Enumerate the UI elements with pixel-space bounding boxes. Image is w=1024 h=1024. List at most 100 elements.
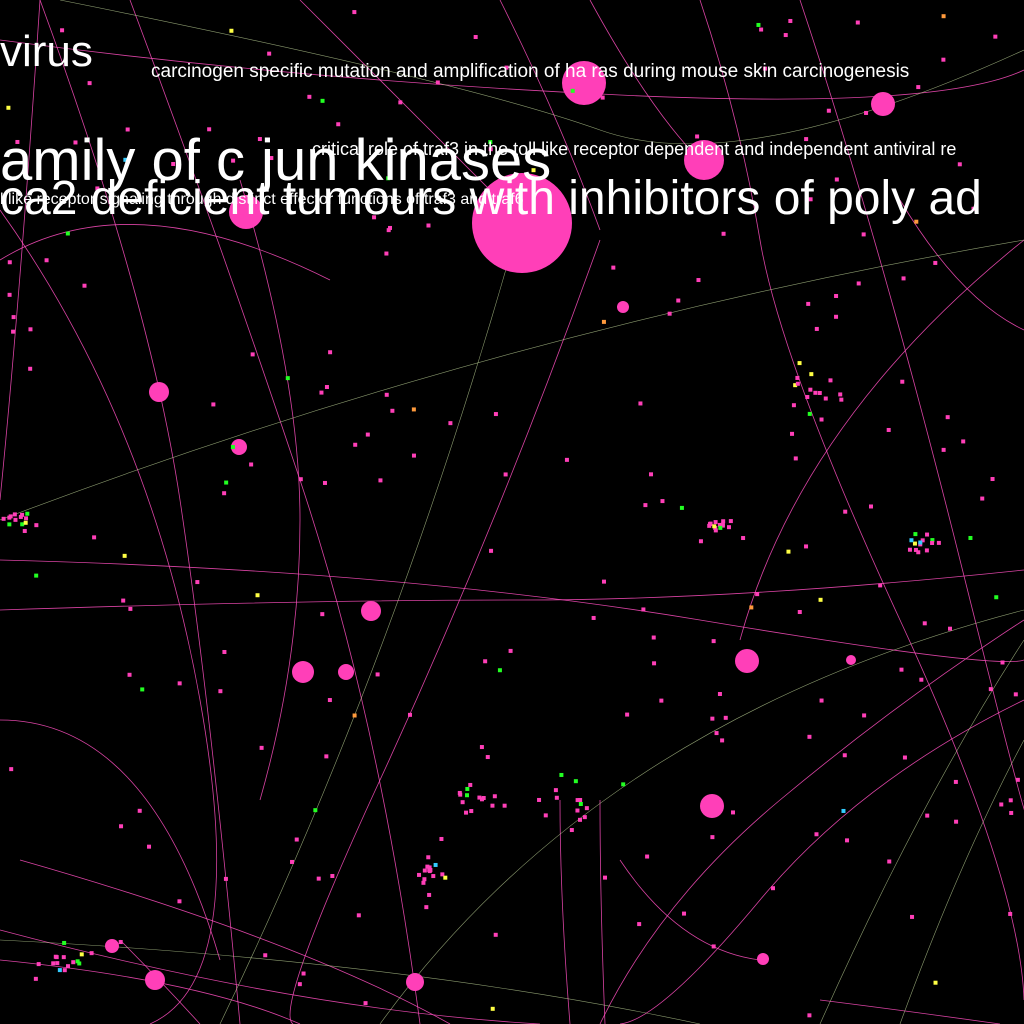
graph-node[interactable] bbox=[488, 140, 493, 145]
graph-node[interactable] bbox=[791, 403, 796, 408]
graph-node[interactable] bbox=[808, 197, 813, 202]
graph-node[interactable] bbox=[695, 134, 700, 139]
graph-node[interactable] bbox=[795, 375, 800, 380]
graph-node[interactable] bbox=[479, 745, 484, 750]
graph-node[interactable] bbox=[61, 955, 66, 960]
graph-node[interactable] bbox=[20, 522, 25, 527]
graph-node[interactable] bbox=[239, 214, 244, 219]
graph-node[interactable] bbox=[55, 961, 60, 966]
graph-node[interactable] bbox=[804, 544, 809, 549]
graph-node[interactable] bbox=[439, 836, 444, 841]
graph-node[interactable] bbox=[720, 738, 725, 743]
graph-node[interactable] bbox=[388, 225, 393, 230]
graph-node[interactable] bbox=[128, 606, 133, 611]
graph-node[interactable] bbox=[714, 731, 719, 736]
graph-node[interactable] bbox=[249, 462, 254, 467]
graph-node[interactable] bbox=[914, 219, 919, 224]
graph-node[interactable] bbox=[577, 817, 582, 822]
graph-node[interactable] bbox=[913, 532, 918, 537]
graph-node[interactable] bbox=[390, 408, 395, 413]
graph-node[interactable] bbox=[361, 601, 381, 621]
graph-node[interactable] bbox=[676, 298, 681, 303]
graph-node[interactable] bbox=[600, 95, 605, 100]
graph-node[interactable] bbox=[426, 855, 431, 860]
graph-node[interactable] bbox=[479, 797, 484, 802]
graph-node[interactable] bbox=[269, 156, 274, 161]
graph-node[interactable] bbox=[887, 859, 892, 864]
graph-node[interactable] bbox=[838, 392, 843, 397]
graph-node[interactable] bbox=[292, 661, 314, 683]
graph-node[interactable] bbox=[843, 509, 848, 514]
graph-node[interactable] bbox=[886, 427, 891, 432]
graph-node[interactable] bbox=[294, 837, 299, 842]
graph-node[interactable] bbox=[994, 595, 999, 600]
graph-node[interactable] bbox=[809, 372, 814, 377]
graph-node[interactable] bbox=[448, 421, 453, 426]
graph-node[interactable] bbox=[365, 432, 370, 437]
graph-node[interactable] bbox=[224, 480, 229, 485]
graph-node[interactable] bbox=[407, 712, 412, 717]
graph-node[interactable] bbox=[28, 327, 33, 332]
graph-node[interactable] bbox=[1008, 911, 1013, 916]
graph-node[interactable] bbox=[195, 580, 200, 585]
graph-node[interactable] bbox=[384, 392, 389, 397]
graph-node[interactable] bbox=[920, 538, 925, 543]
graph-node[interactable] bbox=[793, 456, 798, 461]
graph-node[interactable] bbox=[941, 57, 946, 62]
graph-node[interactable] bbox=[756, 22, 761, 27]
graph-node[interactable] bbox=[841, 808, 846, 813]
graph-node[interactable] bbox=[638, 401, 643, 406]
graph-node[interactable] bbox=[79, 952, 84, 957]
graph-node[interactable] bbox=[250, 352, 255, 357]
graph-node[interactable] bbox=[757, 953, 769, 965]
graph-node[interactable] bbox=[643, 503, 648, 508]
graph-node[interactable] bbox=[531, 168, 536, 173]
graph-node[interactable] bbox=[307, 94, 312, 99]
graph-node[interactable] bbox=[712, 524, 717, 529]
graph-node[interactable] bbox=[797, 361, 802, 366]
graph-node[interactable] bbox=[570, 88, 575, 93]
graph-node[interactable] bbox=[57, 968, 62, 973]
graph-node[interactable] bbox=[805, 395, 810, 400]
graph-node[interactable] bbox=[790, 431, 795, 436]
graph-node[interactable] bbox=[508, 648, 513, 653]
graph-node[interactable] bbox=[20, 512, 25, 517]
graph-node[interactable] bbox=[864, 110, 869, 115]
graph-node[interactable] bbox=[749, 605, 754, 610]
graph-node[interactable] bbox=[909, 538, 914, 543]
graph-node[interactable] bbox=[121, 598, 126, 603]
graph-node[interactable] bbox=[554, 795, 559, 800]
graph-node[interactable] bbox=[834, 177, 839, 182]
graph-node[interactable] bbox=[338, 664, 354, 680]
graph-node[interactable] bbox=[105, 939, 119, 953]
graph-node[interactable] bbox=[435, 80, 440, 85]
graph-node[interactable] bbox=[75, 959, 80, 964]
graph-node[interactable] bbox=[372, 215, 377, 220]
graph-node[interactable] bbox=[324, 385, 329, 390]
graph-node[interactable] bbox=[468, 782, 473, 787]
graph-node[interactable] bbox=[320, 98, 325, 103]
graph-node[interactable] bbox=[806, 301, 811, 306]
graph-node[interactable] bbox=[118, 940, 123, 945]
graph-node[interactable] bbox=[828, 378, 833, 383]
graph-node[interactable] bbox=[839, 397, 844, 402]
graph-node[interactable] bbox=[728, 519, 733, 524]
graph-node[interactable] bbox=[553, 788, 558, 793]
graph-node[interactable] bbox=[7, 522, 12, 527]
graph-node[interactable] bbox=[755, 592, 760, 597]
graph-node[interactable] bbox=[9, 767, 14, 772]
graph-node[interactable] bbox=[652, 661, 657, 666]
graph-node[interactable] bbox=[13, 517, 18, 522]
graph-node[interactable] bbox=[730, 810, 735, 815]
graph-node[interactable] bbox=[469, 809, 474, 814]
graph-node[interactable] bbox=[6, 105, 11, 110]
graph-node[interactable] bbox=[483, 659, 488, 664]
graph-node[interactable] bbox=[575, 808, 580, 813]
graph-node[interactable] bbox=[912, 541, 917, 546]
graph-node[interactable] bbox=[679, 505, 684, 510]
graph-node[interactable] bbox=[941, 447, 946, 452]
graph-node[interactable] bbox=[916, 550, 921, 555]
graph-node[interactable] bbox=[324, 754, 329, 759]
graph-node[interactable] bbox=[1009, 810, 1014, 815]
graph-node[interactable] bbox=[7, 260, 12, 265]
